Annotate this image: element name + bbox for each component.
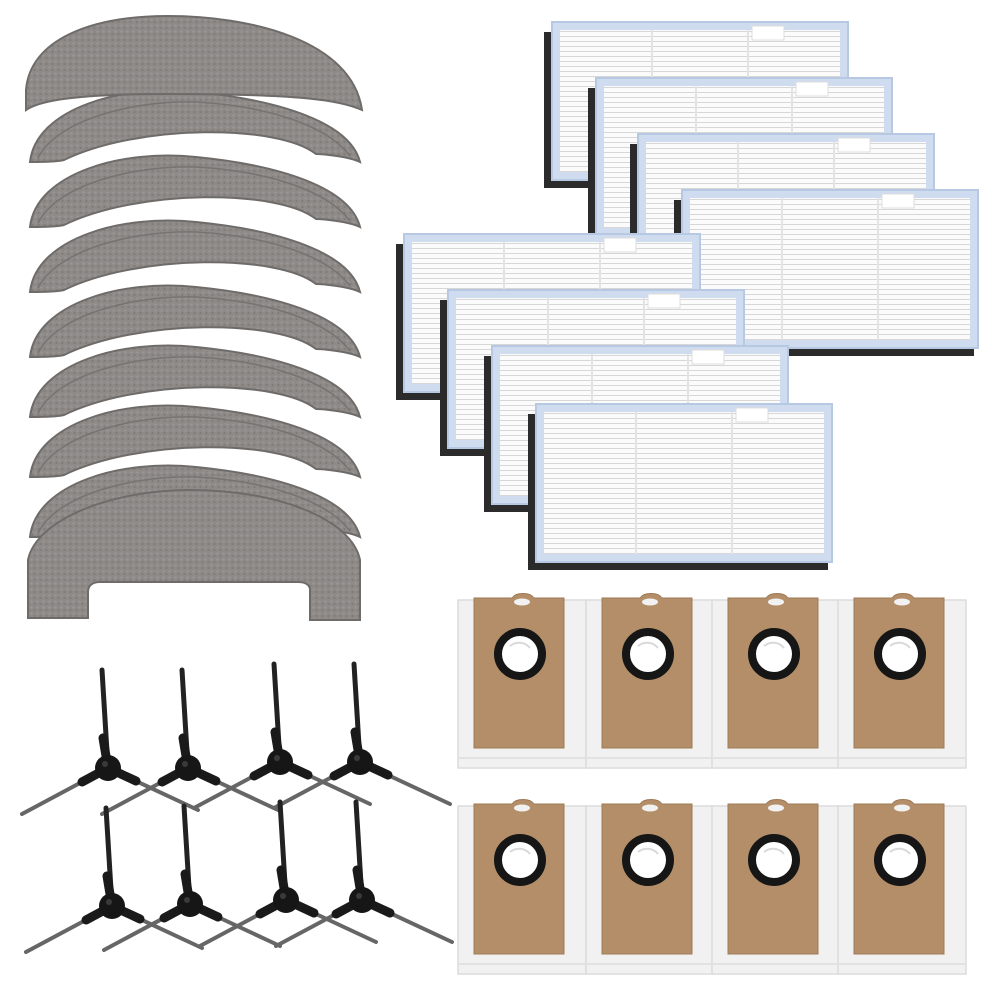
dust-bag-icon [712,800,840,975]
dust-bag-icon [712,594,840,769]
dust-bag-icon [838,800,966,975]
mop-pad-icon [25,14,364,112]
dust-bag-icon [458,800,586,975]
dust-bag-icon [458,594,586,769]
dust-bag-icon [838,594,966,769]
mop-pad-icon [27,488,361,621]
mop-pads-group [25,14,364,621]
dust-bag-icon [586,800,714,975]
dust-bag-icon [586,594,714,769]
hepa-filter-icon [527,403,833,571]
